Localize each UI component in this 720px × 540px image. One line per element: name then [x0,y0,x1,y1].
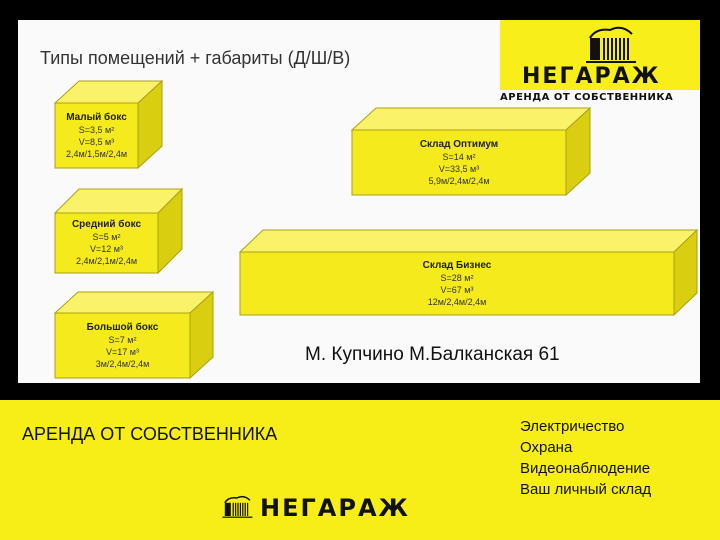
box-dims: 3м/2,4м/2,4м [95,358,150,369]
box-area: S=7 м² [108,334,137,345]
box-area: S=5 м² [92,232,121,242]
box-dims: 2,4м/2,1м/2,4м [75,256,138,266]
address: М. Купчино М.Балканская 61 [305,344,560,365]
feature-item: Видеонаблюдение [520,460,651,477]
box-top [53,291,215,314]
box-name: Большой бокс [86,321,159,333]
footer-banner [0,400,720,540]
page-title: Типы помещений + габариты (Д/Ш/В) [40,48,351,68]
feature-item: Ваш личный склад [520,481,652,498]
box-name: Малый бокс [66,111,127,123]
box-name: Склад Бизнес [422,259,492,271]
rent-heading: АРЕНДА ОТ СОБСТВЕННИКА [22,424,278,444]
garage-icon [586,26,636,63]
feature-item: Охрана [520,439,573,456]
box-front [351,129,567,196]
box-dims: 2,4м/1,5м/2,4м [65,148,128,159]
box-area: S=28 м² [440,272,474,283]
box-dims: 12м/2,4м/2,4м [427,296,487,307]
box-front [54,212,159,274]
box-volume: V=67 м³ [440,284,474,295]
box-area: S=14 м² [442,151,476,162]
box-front [54,312,191,379]
feature-item: Электричество [520,418,625,435]
garage-icon [222,495,253,518]
box-dims: 5,9м/2,4м/2,4м [428,175,490,186]
features-list: Электричество Охрана Видеонаблюдение Ваш… [520,416,651,500]
box-name: Склад Оптимум [419,138,499,150]
box-front [54,102,139,169]
box-area: S=3,5 м² [78,124,115,135]
storage-boxes [53,79,699,380]
footer-logo-name: НЕГАРАЖ [260,494,410,522]
box-name: Средний бокс [71,219,142,230]
box-volume: V=17 м³ [106,346,139,357]
logo-name: НЕГАРАЖ [522,64,661,89]
box-top [238,229,699,253]
box-volume: V=33,5 м³ [438,163,480,174]
box-top [350,107,592,131]
box-front [239,251,675,316]
logo-tagline: АРЕНДА ОТ СОБСТВЕННИКА [500,92,674,103]
box-volume: V=8,5 м³ [78,136,115,147]
logo: НЕГАРАЖ [500,20,700,90]
box-volume: V=12 м³ [90,244,123,254]
